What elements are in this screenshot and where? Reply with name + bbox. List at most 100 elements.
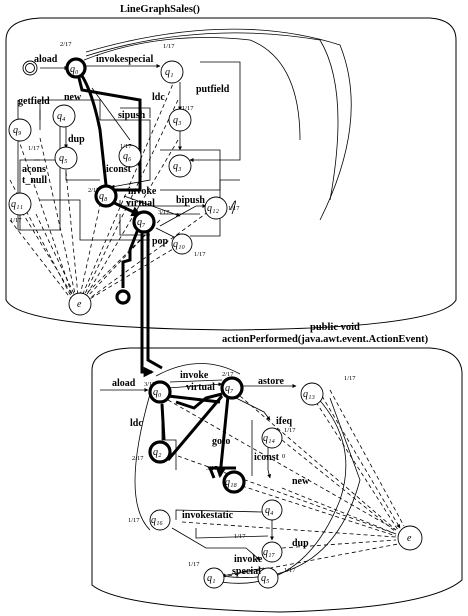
state-q0-label: q₀ xyxy=(70,64,79,75)
svg-text:2/17: 2/17 xyxy=(132,455,144,462)
svg-text:iconst: iconst xyxy=(254,452,280,463)
svg-text:1/17: 1/17 xyxy=(28,145,40,152)
bottom-dashed-edges xyxy=(167,389,405,577)
top-nodes: q₀ q₁ q₄ q₃ q₉ q₆ q₅ q₃ q₈ q₁₁ q₁₂ q₇ xyxy=(8,57,228,316)
top-panel-frame xyxy=(5,17,457,331)
bottom-edge-labels: aload invoke virtual astore ldc ifeq ico… xyxy=(112,370,310,577)
b-state-q4[interactable] xyxy=(261,499,283,521)
svg-text:iconst: iconst xyxy=(106,164,132,175)
b-state-q5[interactable] xyxy=(257,567,279,589)
state-q12[interactable] xyxy=(204,196,228,220)
b-state-q1[interactable] xyxy=(203,567,225,589)
bottom-panel-frame xyxy=(91,347,463,613)
svg-text:invoke: invoke xyxy=(234,554,263,565)
svg-text:q₈: q₈ xyxy=(99,191,108,202)
svg-text:virtual: virtual xyxy=(126,198,155,209)
svg-text:1/17: 1/17 xyxy=(188,561,200,568)
svg-text:goto: goto xyxy=(212,436,230,447)
svg-text:3/17: 3/17 xyxy=(206,465,218,472)
svg-text:q₂: q₂ xyxy=(153,447,162,458)
svg-text:sipush: sipush xyxy=(118,110,146,121)
svg-text:q₃: q₃ xyxy=(173,161,182,172)
svg-text:1/17: 1/17 xyxy=(182,105,194,112)
svg-text:q₀: q₀ xyxy=(153,387,162,398)
svg-text:getfield: getfield xyxy=(18,96,50,107)
svg-text:q₁: q₁ xyxy=(165,67,173,78)
svg-text:1/17: 1/17 xyxy=(284,567,296,574)
b-state-q16[interactable] xyxy=(149,509,171,531)
svg-text:t_null: t_null xyxy=(22,175,47,186)
state-e-top[interactable] xyxy=(68,292,92,316)
state-q7[interactable] xyxy=(132,210,156,234)
bottom-title-2: actionPerformed(java.awt.event.ActionEve… xyxy=(222,334,429,345)
svg-text:ldc: ldc xyxy=(152,92,165,103)
svg-text:1/17: 1/17 xyxy=(194,251,206,258)
svg-text:q₇: q₇ xyxy=(137,217,146,228)
svg-text:1/17: 1/17 xyxy=(128,517,140,524)
state-q9[interactable] xyxy=(8,118,32,142)
b-state-q0[interactable] xyxy=(148,380,172,404)
svg-text:1/17: 1/17 xyxy=(284,427,296,434)
svg-text:astore: astore xyxy=(258,376,284,387)
svg-text:bipush: bipush xyxy=(176,195,205,206)
svg-text:invoke: invoke xyxy=(180,370,209,381)
svg-text:q₁₇: q₁₇ xyxy=(263,547,275,558)
state-q6[interactable] xyxy=(118,144,142,168)
svg-text:2/17: 2/17 xyxy=(222,371,234,378)
svg-text:q₆: q₆ xyxy=(123,151,132,162)
b-state-q7[interactable] xyxy=(220,376,244,400)
svg-text:3/17: 3/17 xyxy=(158,209,170,216)
svg-text:special: special xyxy=(232,566,261,577)
svg-text:ldc: ldc xyxy=(130,418,143,429)
top-final-marker xyxy=(115,289,131,305)
state-q1[interactable] xyxy=(160,60,184,84)
svg-text:q₁₆: q₁₆ xyxy=(151,515,163,526)
svg-text:1/17: 1/17 xyxy=(163,43,175,50)
state-q3b[interactable] xyxy=(168,154,192,178)
svg-text:q₁₄: q₁₄ xyxy=(263,433,275,444)
svg-text:putfield: putfield xyxy=(196,84,230,95)
svg-text:1/17: 1/17 xyxy=(344,375,356,382)
state-q8[interactable] xyxy=(94,184,118,208)
b-state-q2[interactable] xyxy=(148,440,172,464)
svg-text:q₁₂: q₁₂ xyxy=(207,203,219,214)
svg-text:2/17: 2/17 xyxy=(60,41,72,48)
svg-text:q₅: q₅ xyxy=(261,573,270,584)
state-q4[interactable] xyxy=(52,104,76,128)
svg-text:invokestatic: invokestatic xyxy=(182,510,234,521)
svg-text:q₁₈: q₁₈ xyxy=(225,477,237,488)
state-q5[interactable] xyxy=(54,146,78,170)
svg-text:aload: aload xyxy=(34,54,58,65)
svg-text:q₁: q₁ xyxy=(207,573,215,584)
top-edge-labels: aload invokespecial getfield new ldc put… xyxy=(18,54,230,247)
svg-text:1/17: 1/17 xyxy=(10,217,22,224)
svg-text:q₅: q₅ xyxy=(59,153,68,164)
svg-text:e: e xyxy=(77,299,82,310)
top-panel: LineGraphSales() xyxy=(5,4,457,378)
svg-text:q₇: q₇ xyxy=(225,383,234,394)
b-state-q14[interactable] xyxy=(261,427,283,449)
state-q10[interactable] xyxy=(171,233,193,255)
svg-text:0: 0 xyxy=(282,453,285,460)
state-q0[interactable] xyxy=(65,57,87,79)
svg-text:new: new xyxy=(64,92,82,103)
b-state-q17[interactable] xyxy=(261,541,283,563)
b-state-q13[interactable] xyxy=(300,382,324,406)
top-title: LineGraphSales() xyxy=(120,4,200,15)
state-q11[interactable] xyxy=(8,192,32,216)
b-state-e[interactable] xyxy=(397,525,423,551)
bottom-panel: public void actionPerformed(java.awt.eve… xyxy=(91,322,463,613)
svg-text:q₁₃: q₁₃ xyxy=(303,389,315,400)
svg-text:q₄: q₄ xyxy=(265,505,274,516)
svg-text:pop: pop xyxy=(152,236,169,247)
state-q3[interactable] xyxy=(168,108,192,132)
svg-text:invokespecial: invokespecial xyxy=(96,54,153,65)
svg-text:q₁₀: q₁₀ xyxy=(173,239,185,250)
bottom-thick-path xyxy=(160,392,236,479)
bottom-edges xyxy=(100,363,361,584)
svg-text:1/17: 1/17 xyxy=(234,533,246,540)
svg-text:ifeq: ifeq xyxy=(276,416,293,427)
svg-text:q₉: q₉ xyxy=(13,125,22,136)
b-state-q18[interactable] xyxy=(222,470,246,494)
